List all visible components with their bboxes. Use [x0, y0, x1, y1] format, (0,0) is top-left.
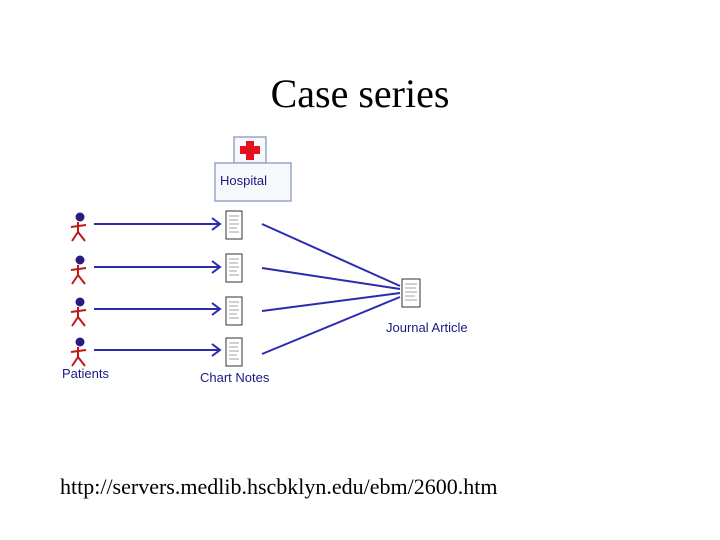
chart-notes-label: Chart Notes [200, 370, 270, 385]
person-icon [70, 337, 87, 367]
arrow-3 [94, 302, 222, 316]
journal-article-label: Journal Article [386, 320, 468, 335]
converge-line-2 [261, 267, 401, 290]
arrow-4 [94, 343, 222, 357]
person-icon [70, 255, 87, 285]
arrow-2 [94, 260, 222, 274]
document-icon [225, 253, 243, 283]
patient-4 [70, 337, 87, 367]
chart-note-3 [225, 296, 243, 326]
hospital-label: Hospital [220, 173, 267, 188]
document-icon [225, 296, 243, 326]
patients-label: Patients [62, 366, 109, 381]
converge-line-4 [261, 296, 401, 355]
converge-line-1 [261, 223, 401, 287]
source-url: http://servers.medlib.hscbklyn.edu/ebm/2… [60, 474, 498, 499]
document-icon [225, 337, 243, 367]
hospital-icon [214, 136, 292, 202]
converge-line-3 [261, 292, 401, 312]
chart-note-2 [225, 253, 243, 283]
chart-note-4 [225, 337, 243, 367]
patient-1 [70, 212, 87, 242]
patient-2 [70, 255, 87, 285]
patient-3 [70, 297, 87, 327]
chart-to-article-lines [261, 223, 401, 355]
slide-title: Case series [270, 71, 450, 116]
arrow-1 [94, 217, 222, 231]
document-icon [401, 278, 421, 308]
chart-note-1 [225, 210, 243, 240]
document-icon [225, 210, 243, 240]
person-icon [70, 297, 87, 327]
person-icon [70, 212, 87, 242]
journal-article-document [401, 278, 421, 308]
patient-to-chart-arrows [94, 217, 222, 357]
red-cross-icon [240, 141, 260, 160]
